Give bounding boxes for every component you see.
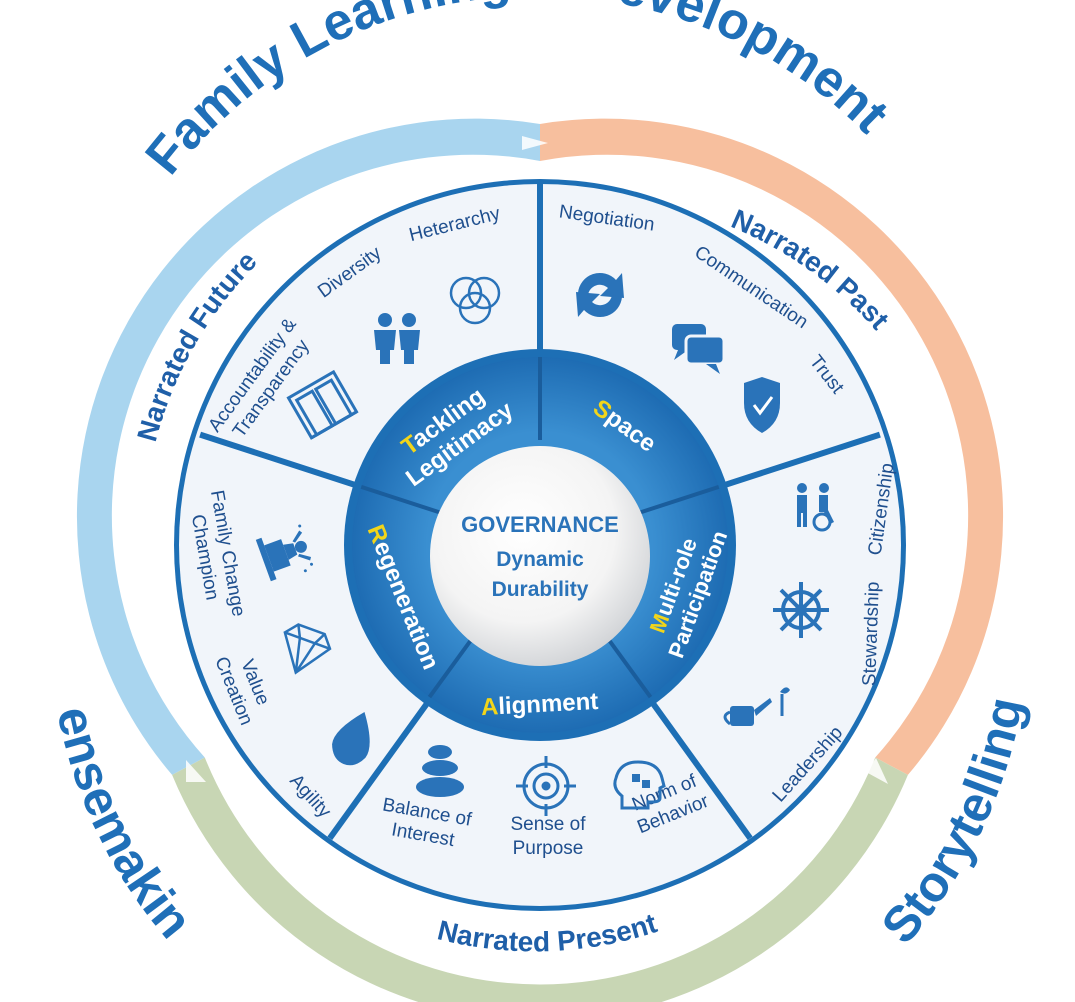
purpose-line-1: Sense of	[511, 814, 587, 835]
target-icon	[516, 756, 576, 816]
attr-stewardship: Stewardship	[859, 581, 884, 686]
alignment-cap: A	[480, 693, 499, 721]
band-green	[172, 757, 908, 1002]
band-peach	[540, 118, 1004, 775]
diamond-icon	[283, 623, 332, 675]
center-sphere	[430, 446, 650, 666]
arrow-left-icon	[186, 760, 206, 782]
governance-center: GOVERNANCE Dynamic Durability	[430, 446, 650, 666]
water-drop-icon	[332, 712, 370, 766]
outer-bands	[76, 118, 1004, 1002]
center-line-1: Dynamic	[496, 548, 584, 571]
svg-text:Alignment: Alignment	[480, 688, 599, 721]
arrow-top-icon	[522, 136, 548, 150]
band-blue	[76, 118, 540, 775]
storytelling-arc-text: Storytelling	[871, 693, 1034, 954]
stacked-stones-icon	[416, 745, 464, 797]
head-puzzle-icon	[613, 760, 666, 810]
watering-can-icon	[723, 687, 790, 726]
narrated-present-text: Narrated Present	[435, 907, 661, 957]
inner-dividers	[360, 357, 720, 699]
chat-bubbles-icon	[672, 324, 726, 374]
center-title: GOVERNANCE	[461, 512, 619, 537]
shield-icon	[744, 377, 780, 433]
champion-icon	[255, 524, 314, 582]
center-line-2: Durability	[492, 578, 589, 601]
accessibility-icon	[797, 483, 834, 532]
segment-dividers	[199, 182, 881, 841]
inner-label-alignment: Alignment	[480, 688, 599, 721]
doors-icon	[286, 369, 359, 440]
ship-wheel-icon	[773, 582, 829, 638]
refresh-icon	[576, 273, 624, 317]
alignment-rest: lignment	[498, 688, 599, 720]
people-icon	[374, 313, 420, 364]
overlapping-circles-icon	[449, 276, 501, 325]
attr-purpose: Sense of Purpose	[511, 814, 587, 859]
purpose-line-2: Purpose	[513, 838, 584, 859]
arrow-right-icon	[866, 758, 888, 784]
